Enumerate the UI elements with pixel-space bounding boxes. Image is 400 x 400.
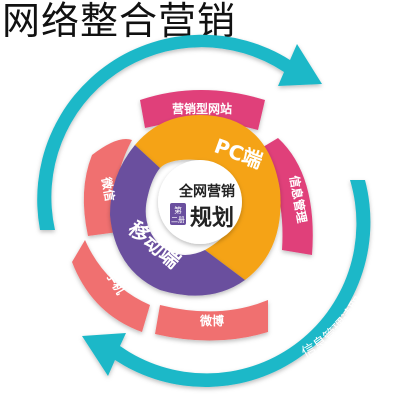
- segment-phone[interactable]: [72, 240, 150, 332]
- mobile-block[interactable]: [110, 145, 245, 296]
- segment-wechat[interactable]: [83, 139, 132, 236]
- center-circle: [158, 160, 242, 244]
- outer-ring-top-arc: [37, 34, 322, 230]
- center-badge-bottom: 二册: [171, 216, 185, 224]
- outer-ring-bottom-arc: [82, 180, 371, 387]
- pc-block[interactable]: [135, 115, 281, 280]
- segment-weibo[interactable]: [155, 300, 268, 341]
- center-line2: 规划: [190, 206, 234, 231]
- center-badge: [170, 203, 186, 225]
- label-weibo: 微博: [199, 313, 224, 328]
- label-marketing-site: 营销型网站: [172, 101, 232, 116]
- center-badge-top: 第: [174, 205, 182, 215]
- center-line1: 全网营销: [178, 183, 235, 200]
- label-wechat: 微信: [99, 175, 118, 202]
